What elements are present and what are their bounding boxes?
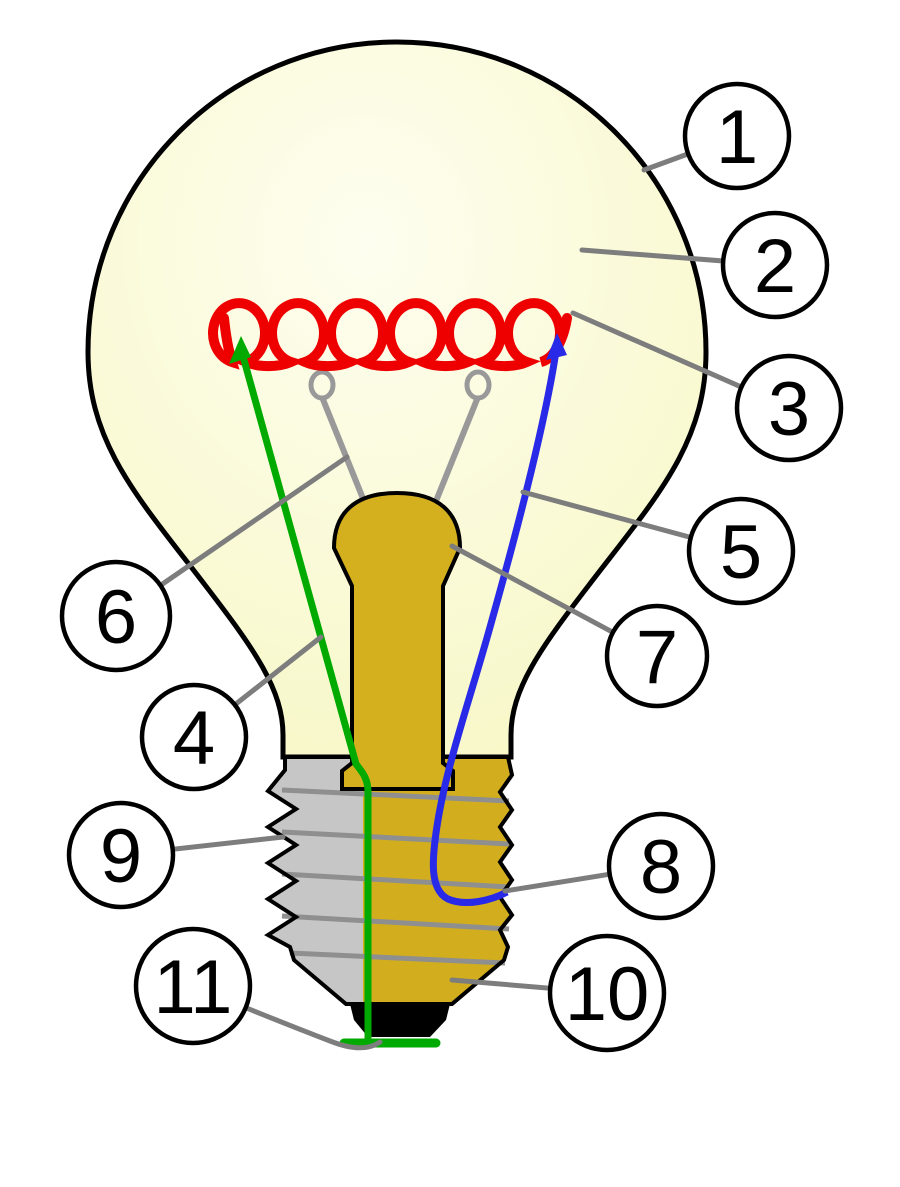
callout-2-number: 2 xyxy=(754,224,796,309)
callout-3-number: 3 xyxy=(768,367,810,452)
lead-wire-right-tip xyxy=(546,333,567,360)
base-insulator xyxy=(350,1004,450,1037)
screw-base xyxy=(264,755,515,1037)
callout-9-circle xyxy=(66,800,176,910)
support-wire-right xyxy=(431,395,481,508)
callout-10: 10 xyxy=(547,933,667,1053)
callout-3: 3 xyxy=(734,353,844,463)
callout-7-circle xyxy=(604,603,710,709)
callout-5-number: 5 xyxy=(720,510,762,595)
callout-4-number: 4 xyxy=(173,696,215,781)
callout-11-circle xyxy=(133,926,253,1046)
thread-line xyxy=(281,829,510,847)
callout-9-number: 9 xyxy=(100,814,142,899)
glass-envelope xyxy=(85,39,709,760)
thread-line xyxy=(281,787,510,804)
base-outline xyxy=(264,755,515,1006)
support-wire-left xyxy=(319,395,369,508)
thread-line xyxy=(289,950,506,966)
callout-1-number: 1 xyxy=(716,95,758,180)
callout-6-circle xyxy=(59,559,173,673)
callouts: 1 2 3 5 6 7 4 9 xyxy=(59,81,844,1053)
callout-3-circle xyxy=(734,353,844,463)
support-wire-hook-left xyxy=(308,369,336,401)
callout-2: 2 xyxy=(720,210,830,320)
callout-6-number: 6 xyxy=(95,575,137,660)
lead-wire-left-line xyxy=(237,348,372,1040)
lead-wire-right-line xyxy=(429,343,561,906)
callout-1-circle xyxy=(682,81,792,191)
filament-coil xyxy=(208,298,572,372)
thread-line xyxy=(281,913,510,932)
thread-lines xyxy=(281,787,510,966)
callout-1: 1 xyxy=(682,81,792,191)
callout-10-circle xyxy=(547,933,667,1053)
support-wires xyxy=(308,369,492,508)
callout-7-number: 7 xyxy=(636,615,678,700)
callout-2-circle xyxy=(720,210,830,320)
callout-11-number: 11 xyxy=(154,945,233,1030)
lead-wire-left xyxy=(229,336,441,1048)
callout-5: 5 xyxy=(686,496,796,606)
callout-8-circle xyxy=(606,811,716,921)
callout-5-circle xyxy=(686,496,796,606)
lead-wire-left-tip xyxy=(229,336,251,364)
callout-7: 7 xyxy=(604,603,710,709)
callout-6: 6 xyxy=(59,559,173,673)
callout-8: 8 xyxy=(606,811,716,921)
callout-10-number: 10 xyxy=(565,952,650,1037)
callout-9: 9 xyxy=(66,800,176,910)
callout-8-number: 8 xyxy=(640,825,682,910)
screw-thread-shell xyxy=(268,757,363,1004)
thread-line xyxy=(281,871,510,890)
callout-4-circle xyxy=(139,682,249,792)
lead-wire-right xyxy=(429,333,567,906)
callout-11: 11 xyxy=(133,926,253,1046)
glass-stem xyxy=(331,490,463,791)
support-wire-hook-right xyxy=(464,369,492,401)
callout-4: 4 xyxy=(139,682,249,792)
